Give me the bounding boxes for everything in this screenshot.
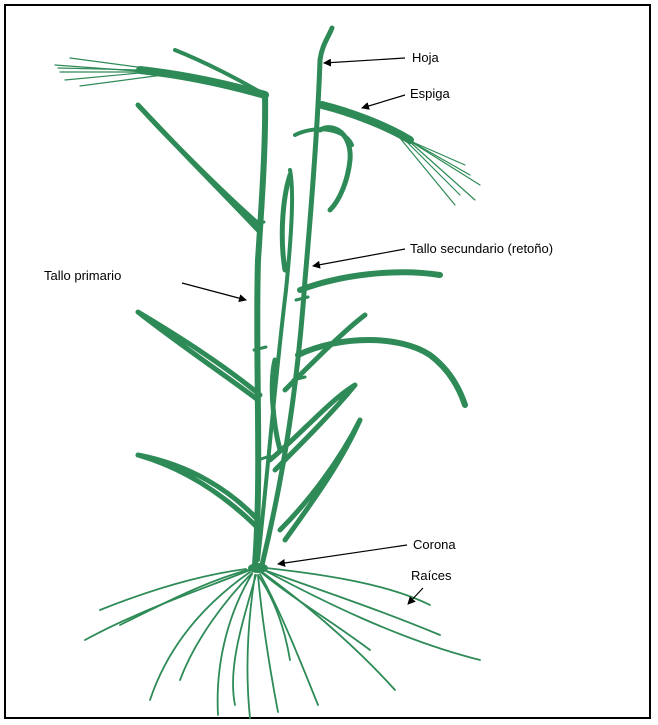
label-tallo-primario: Tallo primario [44, 268, 121, 284]
arrow-tallo-secundario [313, 249, 405, 266]
leaf-mid-left [138, 312, 260, 400]
label-tallo-secundario: Tallo secundario (retoño) [410, 241, 553, 257]
arrow-corona [278, 545, 407, 564]
leaf-upper-left [138, 105, 258, 230]
label-raices: Raíces [411, 568, 451, 584]
arrow-tallo-primario [182, 283, 246, 300]
leaf-mid-right [300, 272, 440, 290]
leaf-low-left [138, 455, 260, 530]
label-hoja: Hoja [412, 50, 439, 66]
arrow-hoja [324, 58, 405, 63]
label-espiga: Espiga [410, 86, 450, 102]
label-corona: Corona [413, 537, 456, 553]
leaf-top-arc [320, 128, 350, 210]
arrow-espiga [362, 95, 405, 108]
right-spike-awns [395, 132, 480, 205]
